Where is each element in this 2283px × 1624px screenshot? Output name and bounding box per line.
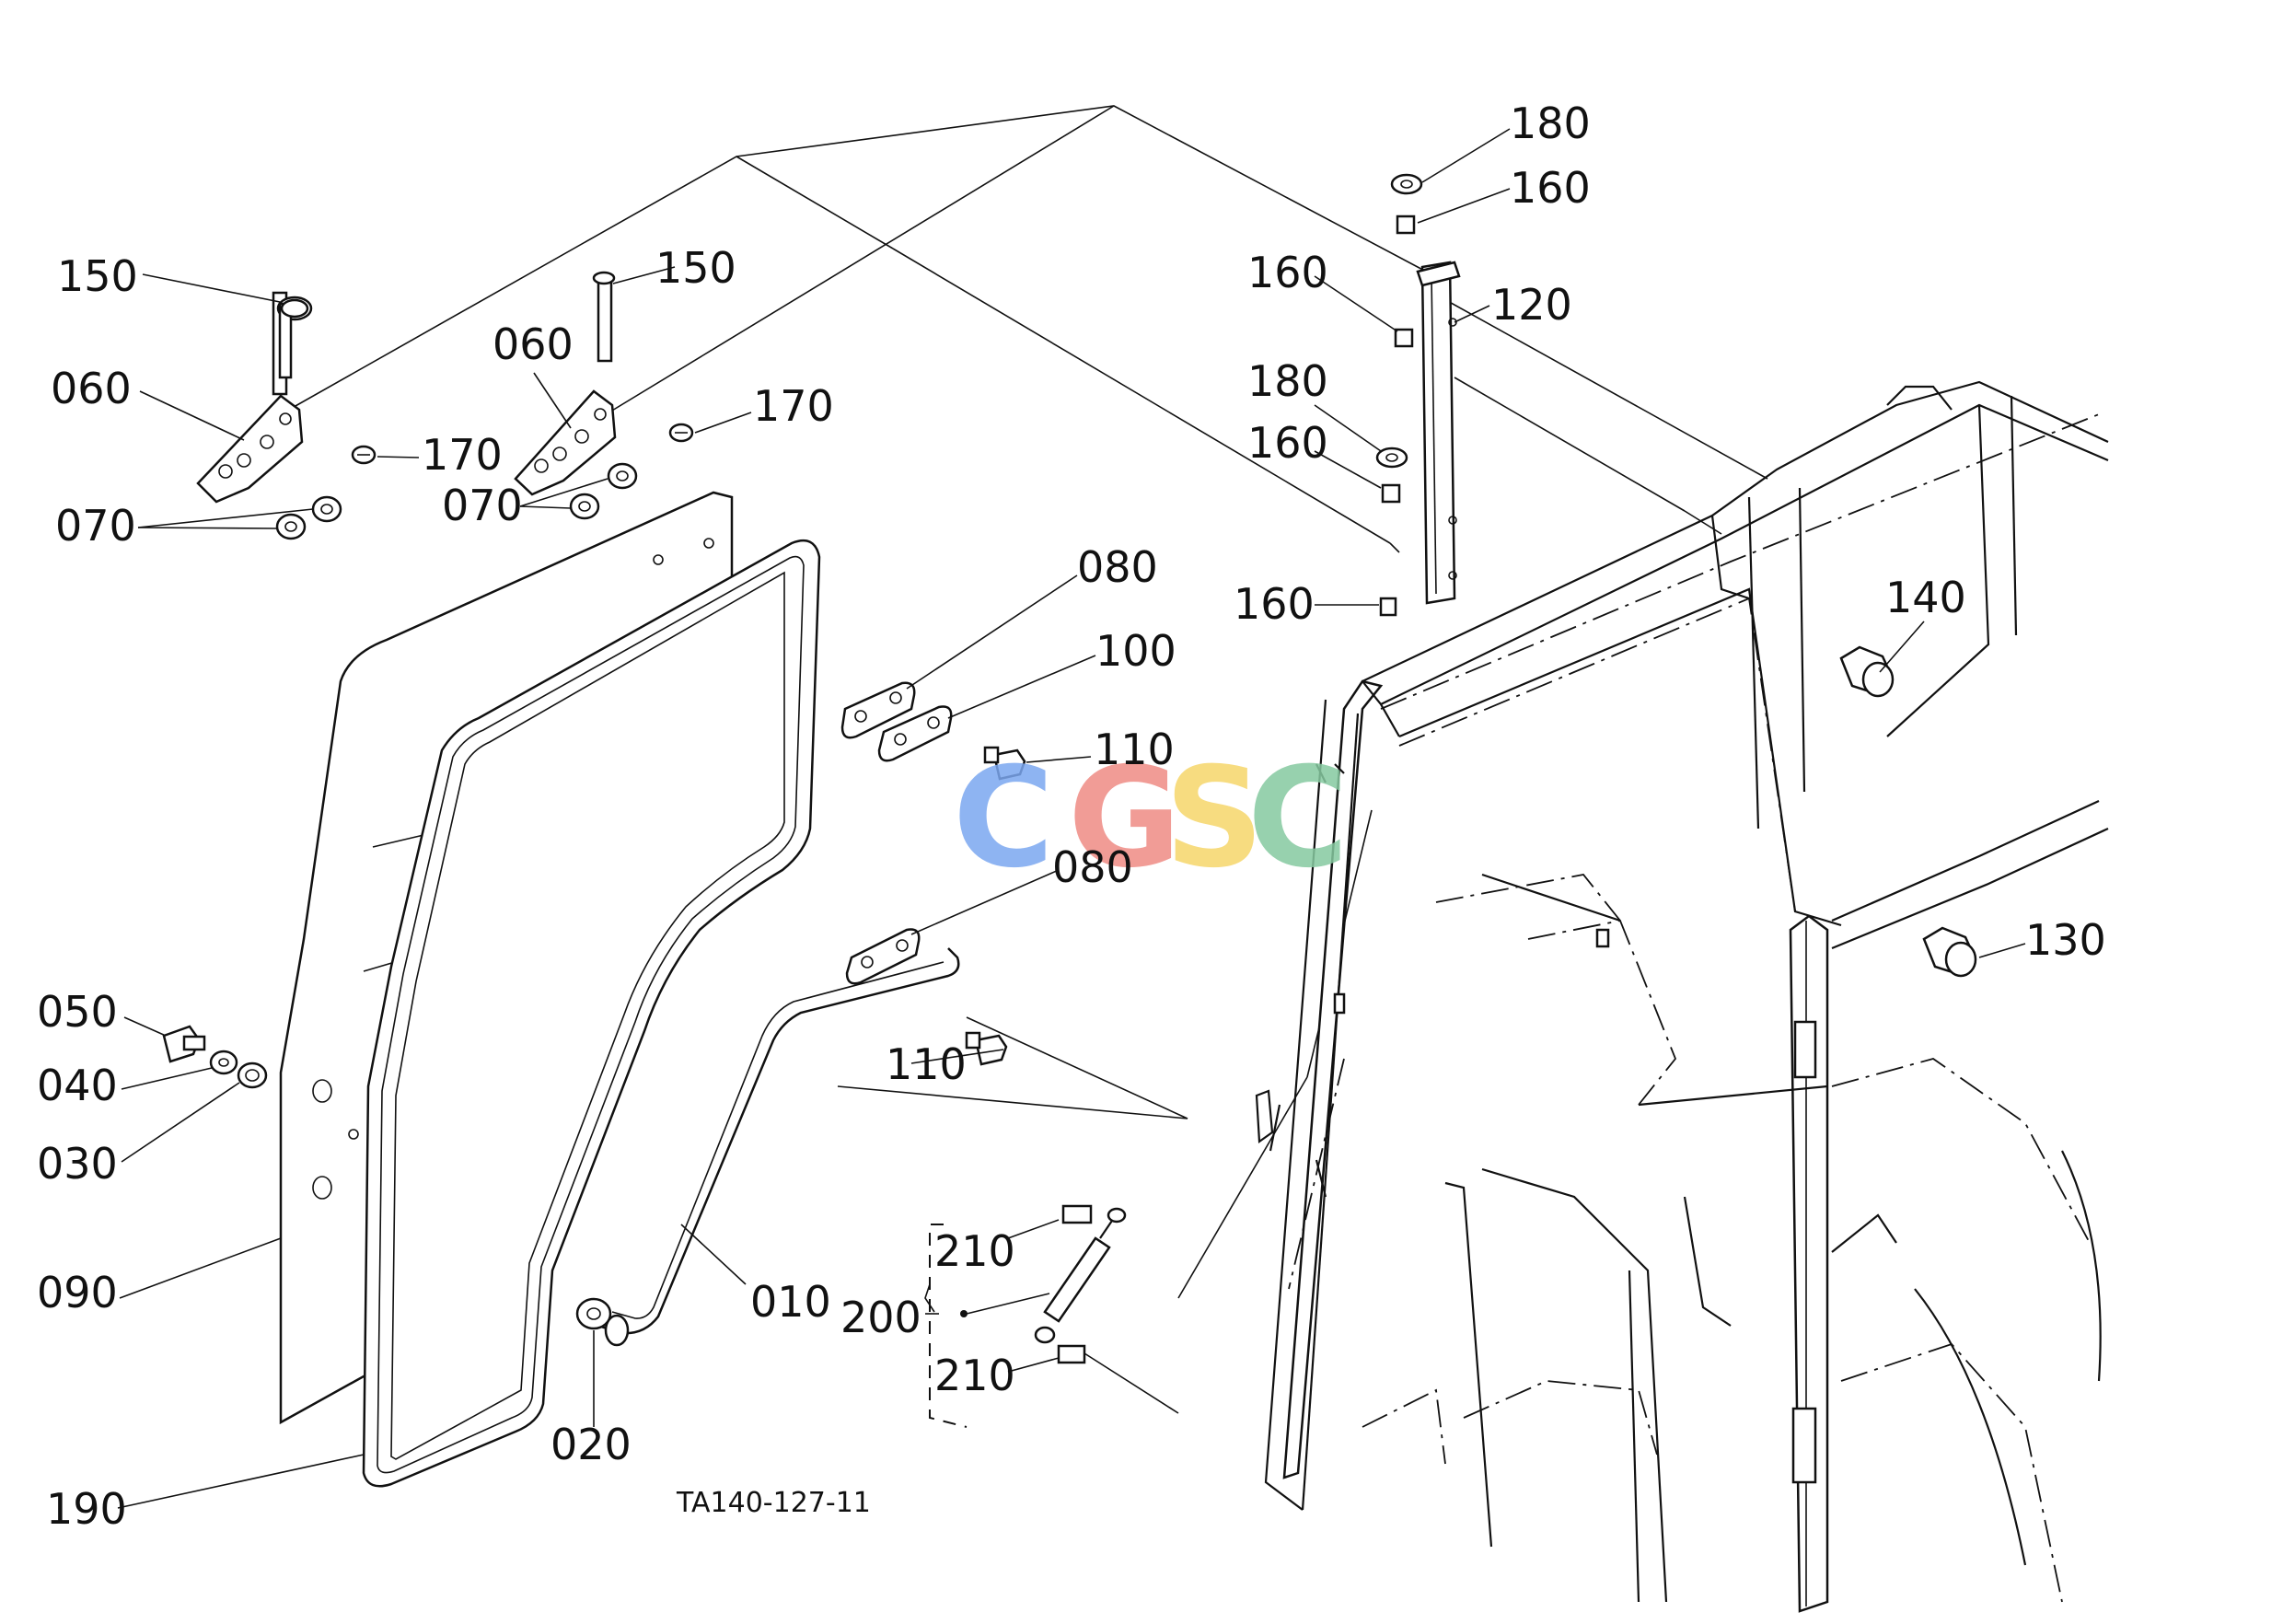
callout-110-top: 110 — [1094, 725, 1175, 774]
door-seal — [362, 539, 821, 1488]
callout-080-bottom: 080 — [1052, 842, 1133, 892]
clips-170 — [351, 423, 694, 465]
callout-200: 200 — [840, 1293, 921, 1342]
callout-190: 190 — [46, 1484, 127, 1534]
callout-060-right: 060 — [493, 319, 574, 369]
callout-030: 030 — [37, 1139, 118, 1189]
watermark: C G S C — [953, 738, 1349, 899]
callout-140: 140 — [1885, 573, 1966, 622]
callout-170-left: 170 — [422, 430, 503, 480]
callout-150-right: 150 — [655, 243, 736, 293]
plug-140 — [1839, 645, 1895, 698]
bolts-110 — [965, 746, 1026, 1066]
callout-080-top: 080 — [1077, 542, 1158, 592]
callout-040: 040 — [37, 1061, 118, 1110]
hinge-pin-top-left — [278, 298, 309, 379]
callout-050: 050 — [37, 987, 118, 1037]
callout-120: 120 — [1491, 280, 1572, 330]
callout-090: 090 — [37, 1268, 118, 1317]
watermark-s: S — [1165, 738, 1264, 899]
leader-lines — [117, 128, 2026, 1509]
spacers-160-180 — [1375, 173, 1423, 617]
watermark-c2: C — [1247, 738, 1349, 899]
stay-rod — [597, 947, 960, 1347]
hinge-right — [514, 271, 617, 496]
hinge-left — [196, 291, 313, 504]
callout-060-left: 060 — [51, 364, 132, 413]
callout-210-top: 210 — [934, 1226, 1015, 1276]
callout-160-lower: 160 — [1247, 418, 1328, 468]
callout-160-top: 160 — [1510, 163, 1591, 213]
rail-120 — [1416, 261, 1461, 605]
callout-070-left: 070 — [55, 501, 136, 551]
washers-070 — [275, 462, 638, 540]
callout-180-mid: 180 — [1247, 356, 1328, 406]
callout-160-mid: 160 — [1247, 248, 1328, 297]
callout-210-bottom: 210 — [934, 1351, 1015, 1400]
callout-180-top: 180 — [1510, 99, 1591, 148]
callout-160-bottom: 160 — [1234, 579, 1315, 629]
drawing-code: TA140-127-11 — [676, 1487, 871, 1519]
callout-100: 100 — [1095, 626, 1176, 676]
callout-labels: 150 150 060 060 170 170 070 070 080 100 … — [37, 99, 2106, 1534]
cab-frame — [1255, 380, 2109, 1613]
watermark-g: G — [1068, 738, 1181, 899]
washer-020 — [575, 1297, 612, 1330]
callout-150-left: 150 — [57, 251, 138, 301]
callout-170-right: 170 — [753, 381, 834, 431]
callout-130: 130 — [2025, 915, 2106, 965]
assembly-lines — [280, 105, 1768, 1299]
plates — [840, 681, 953, 985]
bolt-washer-nut-left — [162, 1025, 268, 1089]
gas-strut — [929, 1204, 1127, 1428]
callout-110-bottom: 110 — [886, 1039, 967, 1089]
callout-020: 020 — [550, 1420, 632, 1469]
plug-130 — [1922, 926, 1977, 978]
callout-010: 010 — [750, 1277, 831, 1327]
watermark-c1: C — [953, 738, 1054, 899]
callout-070-right: 070 — [442, 481, 523, 530]
